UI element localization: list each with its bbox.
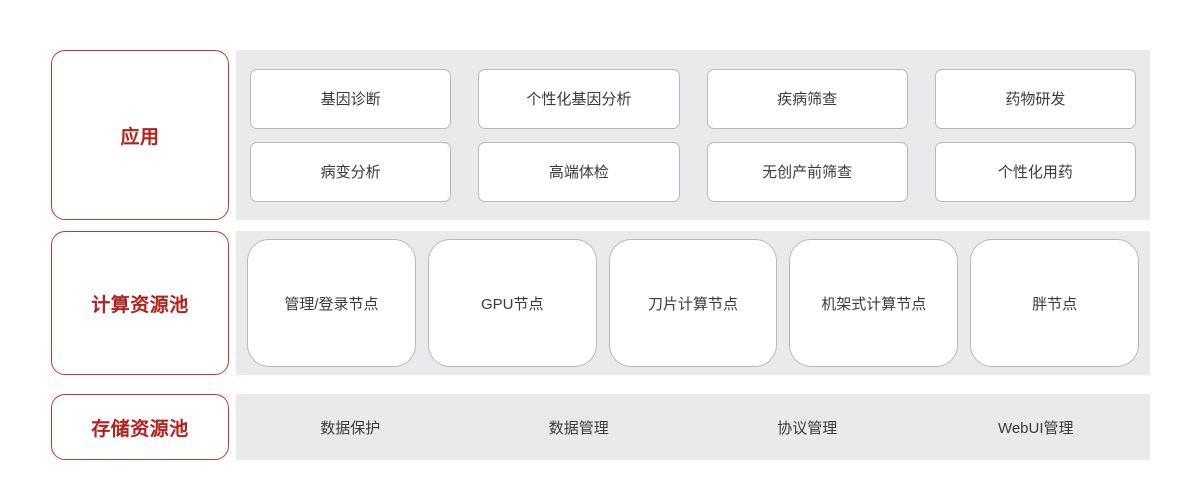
application-item-drug-research[interactable]: 药物研发	[934, 68, 1136, 129]
tier-row-application: 应用 基因诊断 个性化基因分析 疾病筛查 药物研发 病变分析 高端体检 无创产前…	[51, 50, 1150, 220]
tier-label-storage-pool: 存储资源池	[51, 394, 229, 460]
architecture-diagram: 应用 基因诊断 个性化基因分析 疾病筛查 药物研发 病变分析 高端体检 无创产前…	[51, 50, 1150, 460]
application-item-premium-physical-exam[interactable]: 高端体检	[478, 141, 680, 202]
storage-item-webui-management[interactable]: WebUI管理	[997, 419, 1074, 437]
tier-panel-storage-pool: 数据保护 数据管理 协议管理 WebUI管理	[236, 394, 1150, 460]
application-grid-row-2: 病变分析 高端体检 无创产前筛查 个性化用药	[250, 141, 1136, 202]
application-item-lesion-analysis[interactable]: 病变分析	[250, 141, 452, 202]
tier-panel-compute-pool: 管理/登录节点 GPU节点 刀片计算节点 机架式计算节点 胖节点	[236, 231, 1150, 375]
compute-node-rack[interactable]: 机架式计算节点	[789, 239, 959, 367]
compute-grid: 管理/登录节点 GPU节点 刀片计算节点 机架式计算节点 胖节点	[247, 239, 1139, 367]
tier-panel-application: 基因诊断 个性化基因分析 疾病筛查 药物研发 病变分析 高端体检 无创产前筛查 …	[236, 50, 1150, 220]
application-item-personalized-medication[interactable]: 个性化用药	[934, 141, 1136, 202]
application-grid-row-1: 基因诊断 个性化基因分析 疾病筛查 药物研发	[250, 68, 1136, 129]
application-item-noninvasive-prenatal-screening[interactable]: 无创产前筛查	[706, 141, 908, 202]
application-item-personalized-genetic-analysis[interactable]: 个性化基因分析	[478, 68, 680, 129]
tier-row-storage-pool: 存储资源池 数据保护 数据管理 协议管理 WebUI管理	[51, 394, 1150, 460]
tier-row-compute-pool: 计算资源池 管理/登录节点 GPU节点 刀片计算节点 机架式计算节点 胖节点	[51, 231, 1150, 375]
compute-node-blade[interactable]: 刀片计算节点	[608, 239, 778, 367]
compute-node-fat[interactable]: 胖节点	[970, 239, 1139, 367]
tier-label-compute-pool: 计算资源池	[51, 231, 229, 375]
storage-item-data-protection[interactable]: 数据保护	[320, 419, 381, 437]
storage-item-data-management[interactable]: 数据管理	[548, 419, 609, 437]
tier-label-application: 应用	[51, 50, 229, 220]
compute-node-gpu[interactable]: GPU节点	[427, 239, 597, 367]
storage-item-protocol-management[interactable]: 协议管理	[777, 419, 838, 437]
application-item-genetic-diagnosis[interactable]: 基因诊断	[250, 68, 452, 129]
storage-grid: 数据保护 数据管理 协议管理 WebUI管理	[236, 417, 1150, 438]
application-item-disease-screening[interactable]: 疾病筛查	[706, 68, 908, 129]
compute-node-management-login[interactable]: 管理/登录节点	[247, 239, 416, 367]
